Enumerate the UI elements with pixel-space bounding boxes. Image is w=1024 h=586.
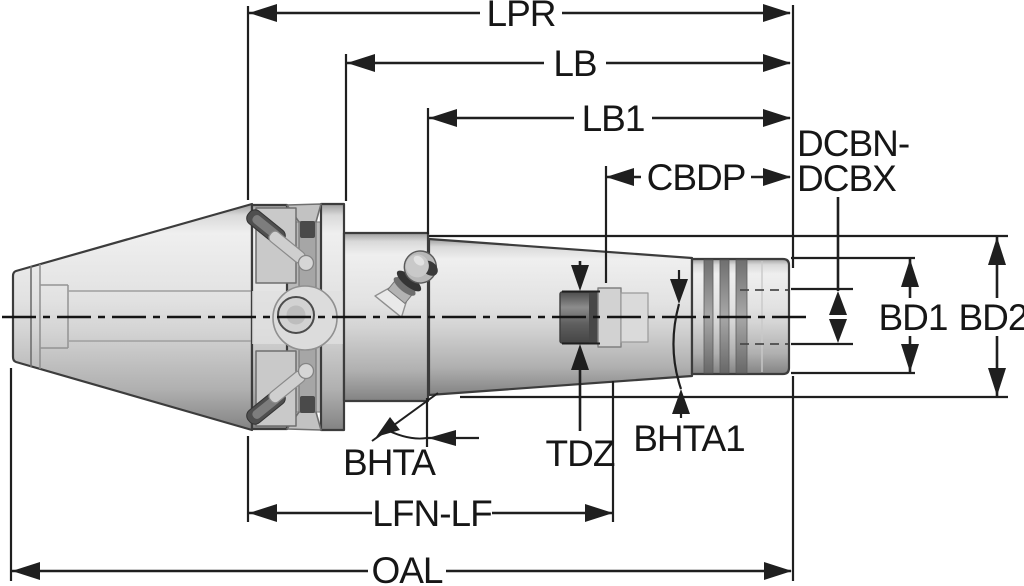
arrow-bhta-ref <box>428 430 456 446</box>
dim-label-dcbn-line2: DCBX <box>797 158 896 199</box>
flange-boss-core <box>286 305 306 325</box>
dim-label-lpr: LPR <box>487 0 556 34</box>
arrow-bd1-top <box>901 259 919 287</box>
arrow-bore-top <box>829 291 847 315</box>
nozzle-ring-2 <box>393 277 416 296</box>
arrow-lb1-left <box>429 109 457 127</box>
dim-label-dcbn-line1: DCBN- <box>797 123 909 164</box>
arrow-bore-bottom <box>829 319 847 343</box>
arrow-lpr-left <box>249 4 277 22</box>
dim-label-bhta: BHTA <box>343 442 436 483</box>
dim-label-cbdp: CBDP <box>647 157 746 198</box>
arrow-bhta1-top <box>670 279 688 304</box>
extension-lines <box>9 5 1008 581</box>
dim-label-lfn: LFN-LF <box>372 493 492 534</box>
groove-plug-top <box>300 221 315 238</box>
arrow-cbdp-right <box>763 168 791 186</box>
arrow-lfn-right <box>585 504 613 522</box>
dim-label-bd2: BD2 <box>959 297 1024 338</box>
dim-label-tdz: TDZ <box>546 433 615 474</box>
dim-label-lb: LB <box>553 43 596 84</box>
pin-ball-bottom <box>297 362 315 380</box>
arrow-bhta-slant <box>376 417 400 437</box>
label-gaps <box>368 0 1024 586</box>
arrow-lb-right <box>763 54 791 72</box>
bhta1-arc <box>672 303 683 390</box>
arrow-oal-left <box>12 562 40 580</box>
arrow-bd1-bottom <box>901 344 919 372</box>
dim-label-bd1: BD1 <box>879 297 948 338</box>
arrow-oal-right <box>764 562 792 580</box>
pin-ball-top <box>297 254 315 272</box>
arrow-lpr-right <box>763 4 791 22</box>
arrow-lfn-left <box>249 504 277 522</box>
arrow-bd2-top <box>988 237 1006 265</box>
dim-label-bhta1: BHTA1 <box>633 418 745 459</box>
nozzle-highlight <box>413 255 425 266</box>
arrow-bd2-bottom <box>988 368 1006 396</box>
hidden-bore-dashes <box>740 289 788 345</box>
arrow-bhta1-bottom <box>672 389 690 414</box>
arrow-lb-left <box>347 54 375 72</box>
arrow-tdz-top <box>571 265 589 291</box>
nozzle-ring-1 <box>396 270 422 292</box>
dimension-labels: LPR LB LB1 DCBN- DCBX CBDP BD1 BD2 TDZ B… <box>343 0 1024 586</box>
arrow-lb1-right <box>763 109 791 127</box>
dim-label-oal: OAL <box>371 550 442 586</box>
dim-label-lb1: LB1 <box>582 98 645 139</box>
arrowheads <box>12 4 1006 580</box>
groove-plug-bottom <box>300 396 315 413</box>
arrow-tdz-bottom <box>571 344 589 370</box>
arrow-cbdp-left <box>606 168 634 186</box>
coolant-nozzle <box>374 250 438 319</box>
